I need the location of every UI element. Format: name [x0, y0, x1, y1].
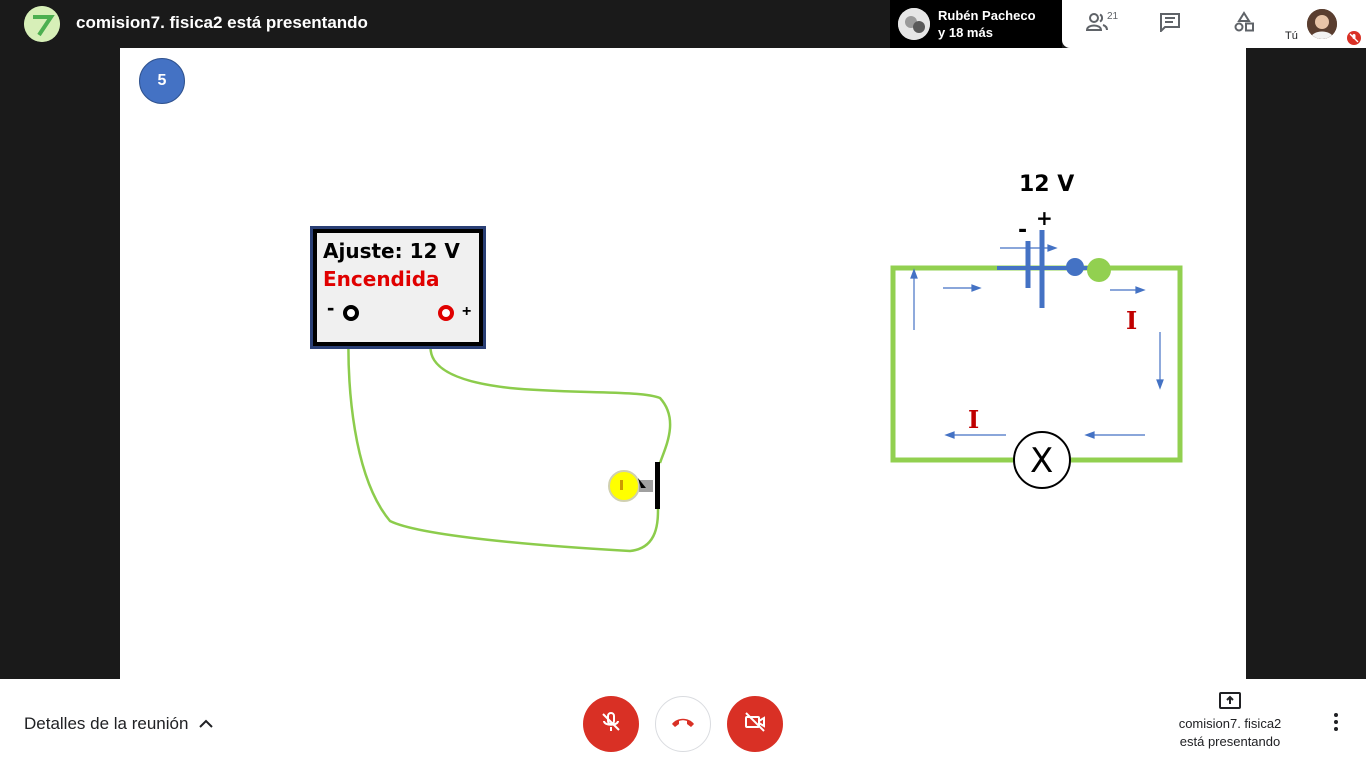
participant-names: Rubén Pacheco y 18 más	[938, 7, 1036, 41]
mic-toggle-button[interactable]	[583, 696, 639, 752]
presenting-title: comision7. fisica2 está presentando	[76, 13, 368, 32]
negative-terminal	[343, 305, 359, 321]
meeting-details-button[interactable]: Detalles de la reunión	[24, 714, 214, 734]
self-mic-off-icon	[1347, 31, 1361, 45]
presenting-line1: comision7. fisica2	[1178, 716, 1282, 731]
presentation-slide: 5	[120, 48, 1246, 679]
participants-strip[interactable]: Rubén Pacheco y 18 más	[890, 0, 1062, 48]
positive-sign: +	[462, 303, 472, 320]
power-supply: Ajuste: 12 V Encendida - +	[310, 226, 486, 349]
presenting-status[interactable]: comision7. fisica2 está presentando	[1160, 691, 1300, 751]
power-supply-setting: Ajuste: 12 V	[323, 239, 460, 263]
self-avatar	[1307, 9, 1337, 39]
bottom-bar: Detalles de la reunión comision7. fisica…	[0, 679, 1366, 768]
presenter-avatar	[24, 6, 60, 42]
participant-name-line1: Rubén Pacheco	[938, 8, 1036, 23]
more-vert-icon	[1333, 712, 1339, 737]
chat-button[interactable]	[1134, 0, 1206, 48]
call-toolbar: 21	[1062, 0, 1280, 48]
people-icon	[1085, 11, 1111, 38]
power-supply-panel: Ajuste: 12 V Encendida - +	[317, 233, 479, 342]
negative-sign: -	[327, 295, 335, 320]
people-count: 21	[1107, 11, 1119, 22]
lamp-symbol: X	[1030, 441, 1054, 481]
activities-icon	[1233, 10, 1255, 38]
schematic-circuit	[890, 230, 1183, 489]
current-label-bottom: I	[968, 405, 980, 434]
wire-negative	[347, 317, 660, 553]
top-bar: comision7. fisica2 está presentando Rubé…	[0, 0, 1366, 48]
circuit-negative-sign: -	[1018, 218, 1028, 243]
participant-avatar	[898, 8, 930, 40]
circuit-positive-sign: +	[1036, 206, 1053, 230]
current-label-right: I	[1126, 306, 1138, 335]
camera-toggle-button[interactable]	[727, 696, 783, 752]
self-tile[interactable]: Tú	[1280, 0, 1366, 48]
people-button[interactable]: 21	[1062, 0, 1134, 48]
leave-call-button[interactable]	[655, 696, 711, 752]
circuit-drawing	[347, 230, 1183, 553]
power-supply-status: Encendida	[323, 267, 440, 291]
circuit-voltage-label: 12 V	[1019, 172, 1075, 197]
activities-button[interactable]	[1208, 0, 1280, 48]
light-bulb	[608, 462, 660, 509]
camera-off-icon	[743, 710, 767, 739]
wire-positive	[429, 315, 672, 464]
slide-number-badge: 5	[139, 58, 185, 104]
positive-terminal	[438, 305, 454, 321]
chat-icon	[1159, 12, 1181, 37]
self-label: Tú	[1285, 30, 1298, 42]
hangup-icon	[670, 715, 696, 734]
mic-off-icon	[599, 710, 623, 739]
more-options-button[interactable]	[1322, 709, 1350, 739]
participant-name-line2: y 18 más	[938, 25, 993, 40]
chevron-up-icon	[198, 714, 214, 734]
meeting-details-label: Detalles de la reunión	[24, 714, 189, 733]
present-icon	[1160, 691, 1300, 715]
presenting-line2: está presentando	[1179, 734, 1281, 749]
